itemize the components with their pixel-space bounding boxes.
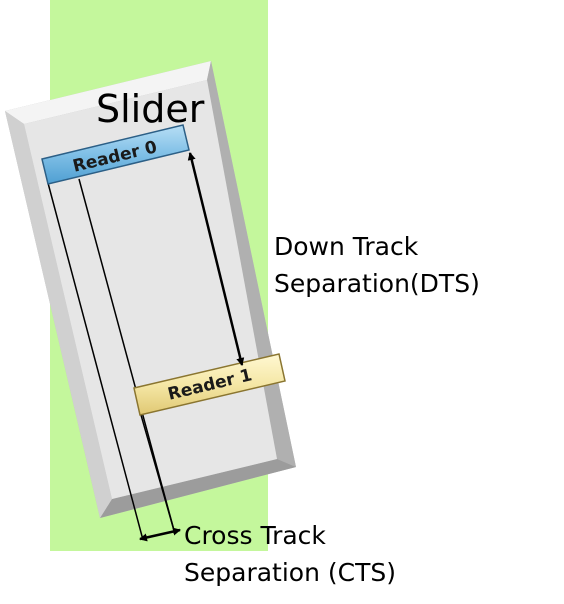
dts-label-line1: Down Track xyxy=(274,232,419,261)
slider-label: Slider xyxy=(96,87,205,131)
cts-label-line2: Separation (CTS) xyxy=(184,558,396,587)
cts-label-line1: Cross Track xyxy=(184,521,326,550)
cts-arrow xyxy=(139,527,181,542)
dts-arrow xyxy=(187,152,245,366)
dts-label-line2: Separation(DTS) xyxy=(274,269,480,298)
reader1-track-line-left xyxy=(140,414,176,535)
reader0-track-line-left xyxy=(47,182,144,541)
reader0-track-line-right xyxy=(78,178,176,535)
